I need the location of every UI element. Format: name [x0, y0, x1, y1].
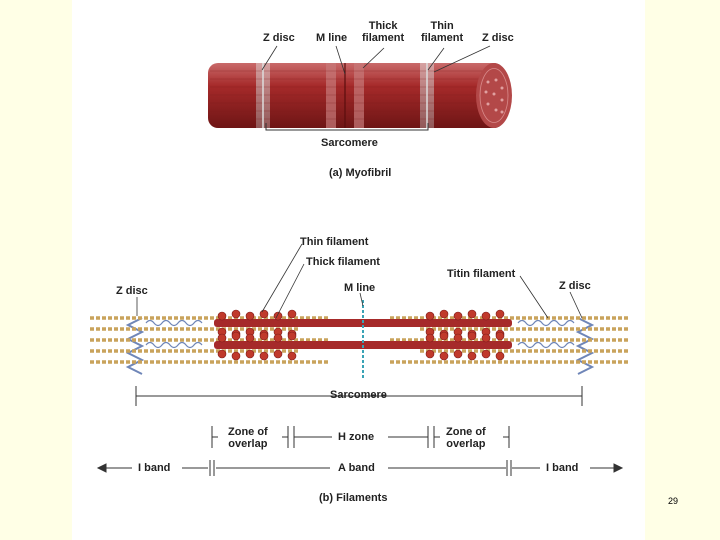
- h-zone-stripe: [326, 63, 336, 128]
- label-a-band: A band: [338, 462, 375, 474]
- titin-coils: [145, 319, 575, 349]
- label-sarcomere: Sarcomere: [330, 389, 387, 401]
- label-m-line: M line: [344, 282, 376, 294]
- label-m-line-top: M line: [316, 32, 348, 44]
- filaments-diagram: [90, 243, 630, 476]
- page-number: 29: [667, 496, 678, 506]
- label-thick-filament: Thick filament: [306, 256, 380, 268]
- z-disc-left-mark: [125, 317, 145, 375]
- label-thin-filament-top: Thin filament: [421, 20, 464, 44]
- label-thick-filament-top: Thick filament: [362, 20, 405, 44]
- label-z-disc-top-right: Z disc: [482, 32, 514, 44]
- z-disc-right-mark: [575, 317, 595, 375]
- label-i-band-left: I band: [138, 462, 171, 474]
- label-h-zone: H zone: [338, 431, 375, 443]
- label-titin-filament: Titin filament: [447, 268, 516, 280]
- h-zone-stripe: [354, 63, 364, 128]
- caption-myofibril: (a) Myofibril: [329, 167, 392, 179]
- label-thin-filament: Thin filament: [300, 236, 369, 248]
- label-z-disc-top-left: Z disc: [263, 32, 295, 44]
- label-i-band-right: I band: [546, 462, 579, 474]
- label-zone-of-overlap-left: Zone of overlap: [228, 426, 268, 450]
- myofibril-cylinder: [208, 45, 512, 131]
- sarcomere-bracket-a: [265, 123, 429, 131]
- label-z-disc-left: Z disc: [116, 285, 148, 297]
- thick-filaments: [214, 309, 512, 361]
- sarcomere-bracket-b: [135, 386, 583, 406]
- label-sarcomere-top: Sarcomere: [321, 137, 378, 149]
- zone-brackets: [211, 426, 510, 448]
- label-zone-of-overlap-right: Zone of overlap: [446, 426, 486, 450]
- band-arrows: [96, 460, 624, 476]
- caption-filaments: (b) Filaments: [319, 492, 388, 504]
- label-z-disc-right: Z disc: [559, 280, 591, 292]
